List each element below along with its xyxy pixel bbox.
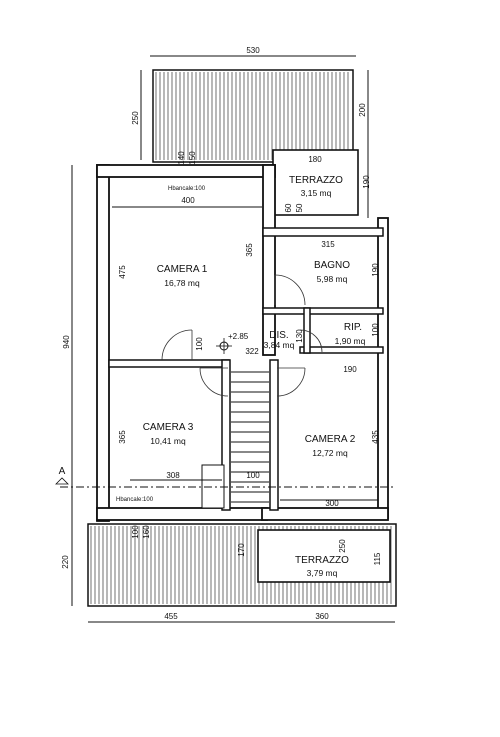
dim-top-right-height: 200: [358, 103, 367, 117]
dimension-lines: [60, 55, 395, 623]
dis-name: DIS.: [269, 330, 288, 341]
rip-name: RIP.: [344, 322, 362, 333]
dim-terrazzo-b-115: 115: [373, 552, 382, 565]
camera1-name: CAMERA 1: [157, 264, 208, 275]
bagno-name: BAGNO: [314, 260, 350, 271]
dim-bagno-width: 315: [321, 240, 335, 249]
dim-win-140: 140: [177, 151, 186, 165]
dim-camera2-width: 300: [325, 499, 339, 508]
dim-total-height: 940: [62, 335, 71, 349]
dim-camera1-height-left: 475: [118, 265, 127, 279]
dim-bottom-right-width: 360: [315, 612, 329, 621]
rip-area: 1,90 mq: [335, 336, 366, 346]
terrazzo-bottom-area-label: 3,79 mq: [307, 568, 338, 578]
dim-rip-height: 100: [371, 323, 380, 337]
dim-camera3-width: 308: [166, 471, 180, 480]
door-swings: [161, 274, 323, 397]
dim-top-left-height: 250: [131, 111, 140, 125]
dim-dis-322: 322: [245, 347, 259, 356]
level-marker: +2.85: [216, 332, 249, 354]
dim-camera1-height-right: 365: [245, 243, 254, 257]
dim-stair-100: 100: [246, 471, 260, 480]
dim-terrazzo-width: 180: [308, 155, 322, 164]
dim-camera2-top: 190: [343, 365, 357, 374]
terrazzo-bottom-name: TERRAZZO: [295, 555, 349, 566]
dim-small-50: 50: [295, 203, 304, 212]
outer-walls: [96, 164, 389, 522]
dim-bottom-170: 170: [237, 543, 246, 557]
dim-terrazzo-b-250: 250: [338, 539, 347, 553]
section-marker-label: A: [59, 466, 66, 477]
camera3-area: 10,41 mq: [150, 436, 186, 446]
dis-area: 3,84 mq: [264, 340, 295, 350]
inner-walls: [108, 227, 384, 511]
dim-dis-100: 100: [195, 337, 204, 351]
camera1-area: 16,78 mq: [164, 278, 200, 288]
dim-win-150: 150: [188, 151, 197, 165]
dim-small-60: 60: [284, 203, 293, 212]
stairs: [231, 371, 269, 503]
dim-bottom-win-160: 160: [142, 525, 151, 539]
dim-bottom-win-100: 100: [131, 525, 140, 539]
camera2-area: 12,72 mq: [312, 448, 348, 458]
dim-top-width: 530: [246, 46, 260, 55]
section-marker: A: [55, 466, 69, 485]
dimension-labels: 530 250 200 140 150 180 190 60 50 400 47…: [61, 46, 382, 621]
terrazzo-top-area-label: 3,15 mq: [301, 188, 332, 198]
terrazzo-top-name: TERRAZZO: [289, 175, 343, 186]
dim-bottom-left-width: 455: [164, 612, 178, 621]
camera3-name: CAMERA 3: [143, 422, 194, 433]
bagno-area: 5,98 mq: [317, 274, 348, 284]
top-balcony: [152, 69, 354, 163]
dim-camera3-height: 365: [118, 430, 127, 444]
window-note-bottom: Hbancale:100: [116, 497, 154, 503]
dim-camera1-width: 400: [181, 196, 195, 205]
dim-bottom-left-height: 220: [61, 555, 70, 569]
dim-bagno-height: 190: [371, 263, 380, 277]
terrazzo-bottom-area: [257, 529, 391, 583]
dim-dis-130: 130: [295, 329, 304, 343]
dim-terrazzo-height: 190: [362, 175, 371, 189]
camera2-name: CAMERA 2: [305, 434, 356, 445]
window-note-top: Hbancale:100: [168, 186, 206, 192]
dim-camera2-height: 435: [371, 430, 380, 444]
room-labels: CAMERA 1 16,78 mq CAMERA 2 12,72 mq CAME…: [143, 175, 366, 578]
level-value: +2.85: [228, 332, 249, 341]
